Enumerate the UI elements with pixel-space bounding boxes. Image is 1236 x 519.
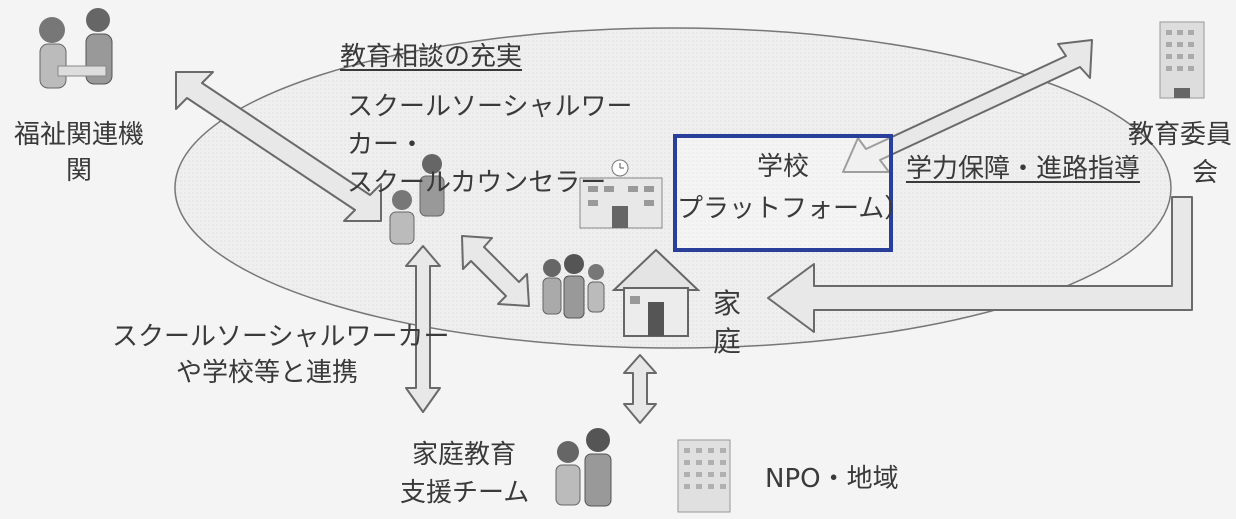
ssw-label-line2: カー・ (347, 130, 426, 160)
board-building-icon (1159, 21, 1205, 99)
school-label-line2: プラットフォーム） (677, 194, 911, 224)
family-label-char1: 家 (712, 287, 741, 320)
home-support-label-line2: 支援チーム (400, 478, 530, 508)
home-support-label-line1: 家庭教育 (412, 440, 517, 470)
academic-label: 学力保障・進路指導 (906, 154, 1141, 184)
family-label-char2: 庭 (712, 325, 741, 358)
school-platform-highlight (673, 134, 893, 252)
counselor-label: スクールカウンセラー (347, 168, 607, 198)
family-group-illustration (542, 254, 605, 319)
counselor-illustration (389, 154, 445, 245)
welfare-label-line1: 福祉関連機 (13, 120, 144, 150)
home-support-illustration (555, 428, 612, 507)
npo-building-icon (677, 439, 731, 513)
arrow-board-school (842, 39, 1093, 173)
arrow-counselor-homesupport (405, 245, 441, 413)
arrow-family-npo (623, 354, 657, 424)
cooperation-label-line1: スクールソーシャルワーカー (112, 322, 450, 352)
consultation-title: 教育相談の充実 (340, 42, 523, 72)
house-icon (611, 248, 701, 337)
school-label-line1: 学校 (756, 152, 809, 182)
arrow-welfare-counselor (175, 71, 382, 222)
board-label-line2: 会 (1192, 158, 1219, 188)
welfare-staff-illustration (39, 8, 113, 89)
ssw-label-line1: スクールソーシャルワー (347, 92, 633, 122)
arrow-counselor-family (461, 235, 530, 307)
arrow-board-family (767, 196, 1193, 333)
welfare-label-line2: 関 (65, 156, 92, 186)
cooperation-label-line2: や学校等と連携 (176, 358, 359, 388)
npo-label: NPO・地域 (765, 464, 899, 494)
school-building-icon (579, 159, 663, 229)
board-label-line1: 教育委員 (1128, 120, 1233, 150)
